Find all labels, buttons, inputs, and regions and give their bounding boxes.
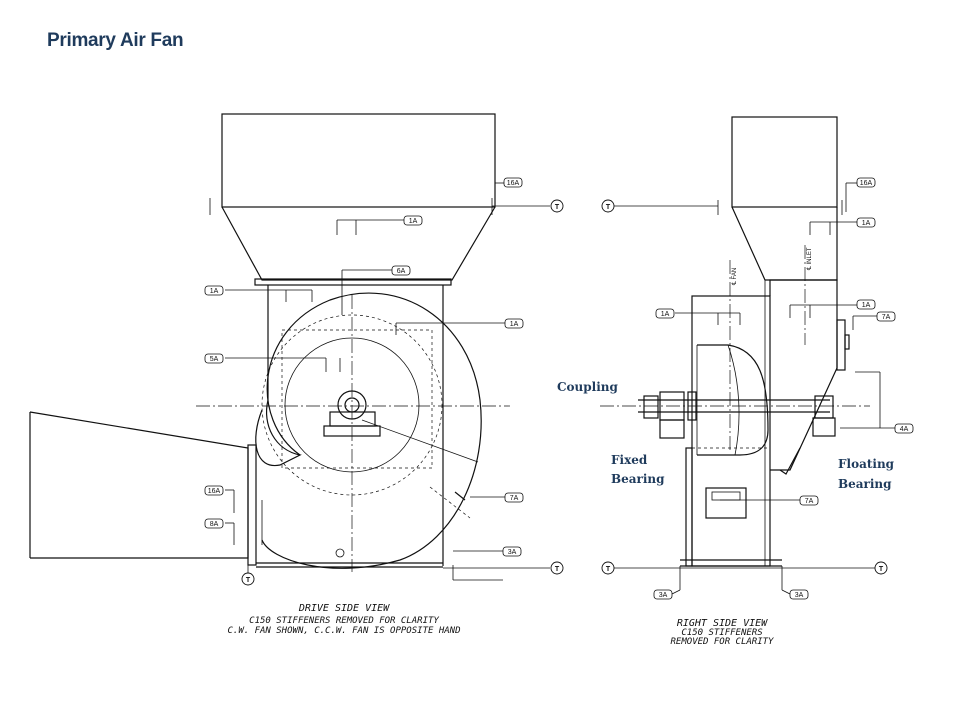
rs-t-symbol-bottom-right: T	[879, 566, 884, 573]
rs-tag-3a-left: 3A	[659, 592, 668, 599]
rs-tag-7a-top: 7A	[882, 314, 891, 321]
fan-wheel-dashed	[261, 314, 443, 496]
tag-16a-top: 16A	[507, 180, 520, 187]
coupling	[643, 395, 659, 419]
drive-pointers	[209, 182, 550, 581]
drive-caption-line2: C150 STIFFENERS REMOVED FOR CLARITY	[249, 616, 439, 626]
tag-8a: 8A	[210, 521, 219, 528]
t-symbol-bottom: T	[246, 577, 251, 584]
inlet-flange	[254, 278, 452, 286]
tag-1a-inlet: 1A	[409, 218, 418, 225]
rs-caption-line3: REMOVED FOR CLARITY	[671, 637, 775, 647]
fan-centerline-label: ℄ FAN	[732, 268, 738, 286]
rs-tag-1a-left: 1A	[661, 311, 670, 318]
tag-1a-right: 1A	[510, 321, 519, 328]
rs-tag-4a: 4A	[900, 426, 909, 433]
rs-access-door	[705, 487, 747, 519]
rs-t-symbol-bottom-left: T	[606, 566, 611, 573]
t-symbol-right: T	[555, 566, 560, 573]
discharge-duct	[29, 411, 249, 559]
drive-side-view: 16A 1A 6A 1A 1A 5A 7A 16A 8A 3A	[29, 113, 564, 636]
tag-16a-bottom: 16A	[208, 488, 221, 495]
rs-inlet-box	[731, 116, 838, 208]
tag-3a: 3A	[508, 549, 517, 556]
rs-tag-1a-top: 1A	[862, 220, 871, 227]
tag-7a: 7A	[510, 495, 519, 502]
scroll-housing	[261, 292, 482, 569]
label-floating-bearing: Bearing	[838, 477, 892, 491]
floating-bearing	[814, 395, 834, 419]
page-title: Primary Air Fan	[47, 30, 184, 51]
rs-tags: 16A 1A 1A 1A 7A 4A 7A 3A 3A	[653, 177, 914, 600]
rs-t-symbol-top: T	[606, 204, 611, 211]
label-fixed: Fixed	[611, 453, 648, 467]
t-symbol-top: T	[555, 204, 560, 211]
rs-housing-left	[691, 295, 771, 567]
drive-caption-main: DRIVE SIDE VIEW	[298, 603, 390, 614]
discharge-flange	[247, 444, 257, 566]
rs-tag-1a-mid: 1A	[862, 302, 871, 309]
tag-6a: 6A	[397, 268, 406, 275]
cutoff	[255, 399, 302, 467]
rs-pointers	[614, 182, 895, 595]
rs-fan-wheel	[697, 344, 769, 456]
drive-caption-line3: C.W. FAN SHOWN, C.C.W. FAN IS OPPOSITE H…	[228, 626, 461, 636]
rs-lower-dashed	[691, 447, 771, 561]
rs-tag-3a-right: 3A	[795, 592, 804, 599]
label-coupling: Coupling	[557, 380, 619, 394]
tag-1a-left: 1A	[210, 288, 219, 295]
tag-5a: 5A	[210, 356, 219, 363]
inlet-box	[221, 113, 496, 208]
label-fixed-bearing: Bearing	[611, 472, 665, 486]
label-floating: Floating	[838, 457, 895, 471]
drain	[335, 548, 345, 558]
drive-tags: 16A 1A 6A 1A 1A 5A 7A 16A 8A 3A	[204, 177, 524, 557]
inner-dashed-box	[281, 329, 433, 469]
right-side-view: ℄ FAN ℄ INLET	[600, 116, 914, 647]
rs-inlet-taper	[731, 206, 838, 281]
rs-caption-line2: C150 STIFFENERS	[681, 628, 763, 638]
rs-tag-16a: 16A	[860, 180, 873, 187]
rs-caption-main: RIGHT SIDE VIEW	[677, 618, 768, 629]
inlet-centerline-label: ℄ INLET	[807, 247, 813, 271]
inlet-taper	[221, 206, 496, 281]
rs-housing-right	[769, 279, 838, 471]
rs-tag-7a-bottom: 7A	[805, 498, 814, 505]
